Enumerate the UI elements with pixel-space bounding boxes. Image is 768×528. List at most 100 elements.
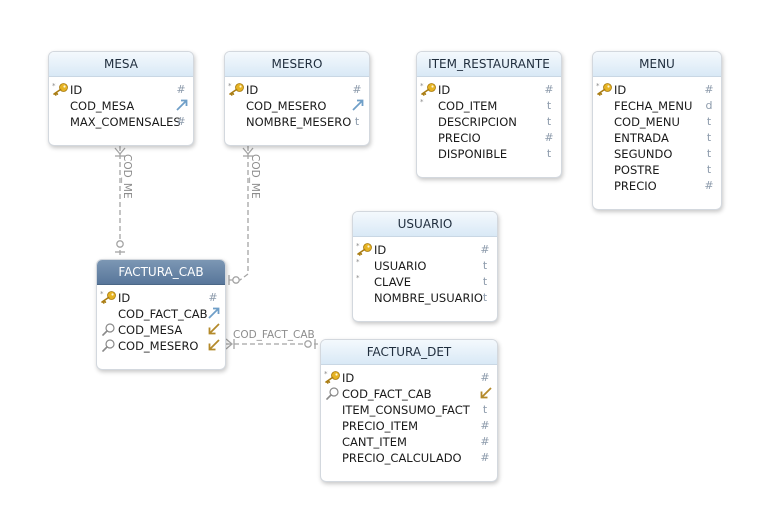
entity-title[interactable]: MENU bbox=[593, 52, 721, 77]
column-type: # bbox=[480, 243, 490, 256]
foreign-key-icon bbox=[323, 386, 341, 402]
column-row[interactable]: COD_FACT_CAB bbox=[97, 306, 225, 322]
column-type: # bbox=[480, 451, 490, 464]
relationship-mesero-factura-cab[interactable] bbox=[226, 146, 254, 285]
column-type: # bbox=[480, 419, 490, 432]
column-type: # bbox=[176, 115, 186, 128]
relationship-factura-cab-factura-det[interactable] bbox=[225, 338, 318, 350]
column-name: DISPONIBLE bbox=[438, 147, 508, 161]
blank-marker bbox=[595, 178, 613, 194]
column-name: PRECIO_ITEM bbox=[342, 419, 419, 433]
column-row[interactable]: FECHA_MENU d bbox=[593, 98, 721, 114]
column-row[interactable]: *ID# bbox=[49, 82, 193, 98]
blank-marker bbox=[595, 114, 613, 130]
column-row[interactable]: *ID# bbox=[593, 82, 721, 98]
entity-title[interactable]: MESERO bbox=[225, 52, 369, 77]
blank-marker bbox=[99, 306, 117, 322]
column-type: t bbox=[706, 163, 712, 176]
column-name: ID bbox=[118, 291, 131, 305]
column-name: CANT_ITEM bbox=[342, 435, 407, 449]
column-name: ENTRADA bbox=[614, 131, 669, 145]
blank-marker bbox=[227, 114, 245, 130]
column-type: # bbox=[704, 83, 714, 96]
entity-title[interactable]: MESA bbox=[49, 52, 193, 77]
column-row[interactable]: *ID# bbox=[97, 290, 225, 306]
column-type: t bbox=[546, 115, 552, 128]
column-row[interactable]: COD_MESA bbox=[49, 98, 193, 114]
relationship-mesa-factura-cab[interactable] bbox=[114, 146, 126, 256]
column-type: d bbox=[705, 99, 713, 112]
column-row[interactable]: PRECIO_CALCULADO# bbox=[321, 450, 497, 466]
column-row[interactable]: POSTRE t bbox=[593, 162, 721, 178]
entity-title[interactable]: ITEM_RESTAURANTE bbox=[417, 52, 561, 77]
column-name: FECHA_MENU bbox=[614, 99, 693, 113]
blank-marker bbox=[355, 290, 373, 306]
column-row[interactable]: PRECIO# bbox=[593, 178, 721, 194]
column-row[interactable]: COD_MESERO bbox=[97, 338, 225, 354]
column-name: COD_FACT_CAB bbox=[118, 307, 208, 321]
relationship-label-mesa: COD_ME bbox=[121, 154, 133, 199]
relationship-label-mesero: COD_ME bbox=[249, 154, 261, 199]
column-row[interactable]: CANT_ITEM# bbox=[321, 434, 497, 450]
column-type: t bbox=[482, 259, 488, 272]
column-type: t bbox=[706, 115, 712, 128]
foreign-key-icon bbox=[99, 322, 117, 338]
column-type: # bbox=[544, 131, 554, 144]
foreign-key-icon bbox=[99, 338, 117, 354]
column-row[interactable]: MAX_COMENSALES# bbox=[49, 114, 193, 130]
primary-key-icon: * bbox=[227, 82, 245, 98]
column-row[interactable]: *ID # bbox=[321, 370, 497, 386]
column-name: NOMBRE_USUARIO bbox=[374, 291, 483, 305]
column-row[interactable]: *ID# bbox=[225, 82, 369, 98]
column-row[interactable]: PRECIO# bbox=[417, 130, 561, 146]
fk-incoming-arrow-icon bbox=[207, 322, 220, 341]
entity-title[interactable]: FACTURA_CAB bbox=[97, 260, 225, 285]
column-row[interactable]: *ID# bbox=[417, 82, 561, 98]
primary-key-icon: * bbox=[323, 370, 341, 386]
column-name: SEGUNDO bbox=[614, 147, 673, 161]
column-type: t bbox=[354, 115, 360, 128]
fk-incoming-arrow-icon bbox=[479, 386, 492, 405]
column-name: CLAVE bbox=[374, 275, 411, 289]
entity-title[interactable]: FACTURA_DET bbox=[321, 340, 497, 365]
column-type: # bbox=[208, 291, 218, 304]
column-row[interactable]: *ID# bbox=[353, 242, 497, 258]
column-row[interactable]: COD_MESERO bbox=[225, 98, 369, 114]
column-type: # bbox=[480, 371, 490, 384]
column-row[interactable]: PRECIO_ITEM # bbox=[321, 418, 497, 434]
blank-marker bbox=[323, 402, 341, 418]
column-row[interactable]: COD_FACT_CAB bbox=[321, 386, 497, 402]
column-name: NOMBRE_MESERO bbox=[246, 115, 352, 129]
blank-marker bbox=[323, 434, 341, 450]
fk-outgoing-arrow-icon bbox=[175, 98, 188, 117]
column-row[interactable]: COD_MESA bbox=[97, 322, 225, 338]
column-name: COD_FACT_CAB bbox=[342, 387, 432, 401]
entity-title[interactable]: USUARIO bbox=[353, 212, 497, 237]
column-name: POSTRE bbox=[614, 163, 660, 177]
blank-marker bbox=[227, 98, 245, 114]
column-type: t bbox=[482, 291, 488, 304]
column-name: ID bbox=[342, 371, 355, 385]
